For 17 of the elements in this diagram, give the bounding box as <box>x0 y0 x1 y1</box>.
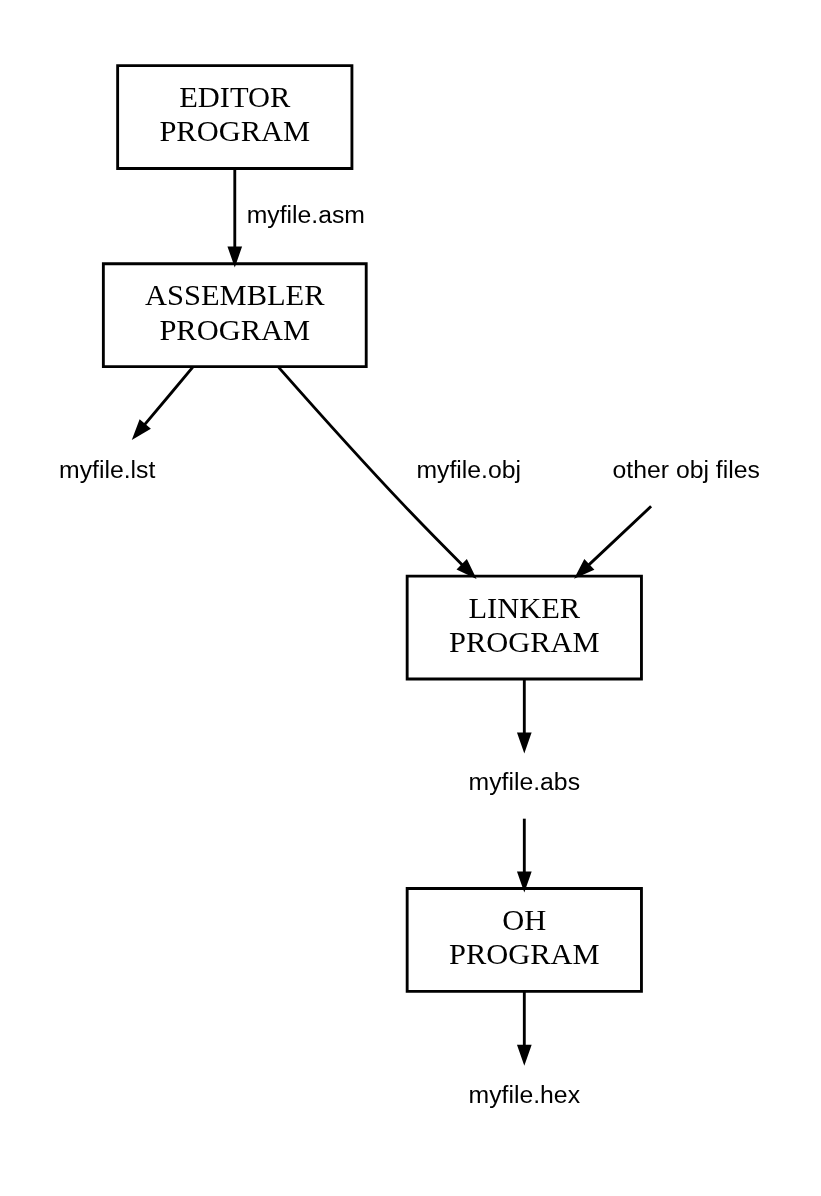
node-text: other obj files <box>612 455 760 483</box>
arrow <box>574 505 653 579</box>
node-text: myfile.lst <box>59 455 156 483</box>
edge-label: myfile.obj <box>416 455 521 483</box>
node-box: LINKER PROGRAM <box>405 574 643 681</box>
arrow <box>227 168 243 268</box>
arrow <box>131 366 195 441</box>
arrow <box>516 991 532 1066</box>
node-box: ASSEMBLER PROGRAM <box>101 262 368 368</box>
node-box: OH PROGRAM <box>405 887 643 993</box>
arrow <box>516 818 532 893</box>
arrow <box>277 366 477 580</box>
node-text: myfile.abs <box>468 768 581 796</box>
edge-label: myfile.asm <box>246 200 365 228</box>
arrow <box>516 679 532 754</box>
node-box: EDITOR PROGRAM <box>116 64 354 170</box>
node-text: myfile.hex <box>468 1080 581 1108</box>
